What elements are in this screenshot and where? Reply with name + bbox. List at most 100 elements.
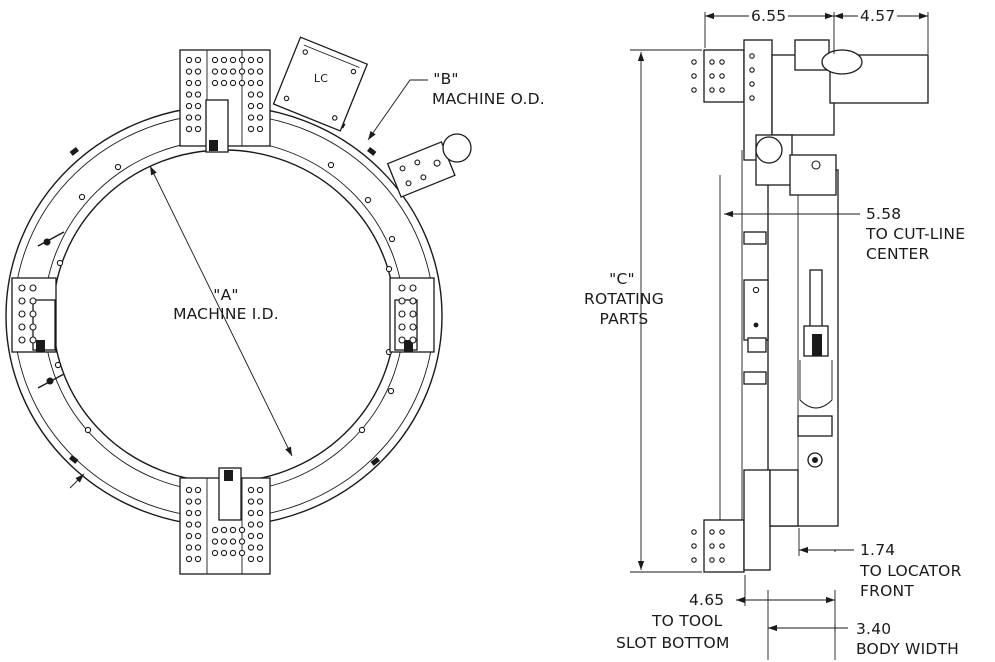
bolt-hole: [18, 284, 26, 292]
bolt-hole: [256, 79, 264, 87]
dim-cutline-value: 5.58: [866, 205, 902, 223]
bolt-hole: [256, 544, 264, 551]
bolt-hole: [398, 284, 406, 292]
bolt-hole: [220, 538, 228, 545]
feed-knob: [442, 133, 472, 163]
bolt-hole: [229, 526, 237, 534]
bolt-hole: [247, 498, 255, 505]
bolt-hole: [220, 68, 228, 75]
bolt-hole: [398, 336, 406, 344]
bolt-hole: [194, 555, 202, 563]
dim-b-quote: "B": [433, 70, 459, 88]
dim-b-label: MACHINE O.D.: [432, 90, 545, 108]
bolt-hole: [194, 68, 202, 75]
bolt-hole: [247, 68, 255, 75]
bolt-hole: [256, 56, 264, 64]
bolt-hole: [211, 56, 219, 64]
bolt-hole: [238, 79, 246, 87]
dim-a-quote: "A": [213, 286, 239, 304]
bolt-hole: [238, 56, 246, 64]
bolt-hole: [185, 532, 193, 540]
bolt-hole: [194, 114, 202, 121]
dim-a-label: MACHINE I.D.: [173, 305, 279, 323]
bolt-hole: [194, 56, 202, 64]
dim-cutline-label-1: TO CUT-LINE: [866, 225, 966, 243]
bolt-hole: [256, 555, 264, 563]
bolt-hole: [709, 59, 715, 65]
bolt-hole: [220, 56, 228, 64]
bolt-hole: [409, 297, 417, 305]
bolt-hole: [194, 125, 202, 133]
dim-body-label: BODY WIDTH: [856, 640, 959, 658]
bolt-hole: [691, 529, 697, 535]
tool-module: [272, 36, 369, 132]
bolt-hole: [709, 557, 715, 563]
dim-locator-label-2: FRONT: [860, 582, 914, 600]
bolt-hole: [691, 87, 697, 93]
bolt-hole: [691, 543, 697, 549]
lower-left-arrow: [69, 473, 85, 489]
bolt-hole: [256, 102, 264, 110]
bolt-hole: [409, 323, 417, 331]
bolt-hole: [749, 53, 755, 59]
bolt-hole: [691, 59, 697, 65]
bolt-hole: [709, 529, 715, 535]
bolt-hole: [409, 284, 417, 292]
bolt-hole: [194, 79, 202, 87]
bolt-hole: [29, 284, 37, 292]
dim-toolslot-value: 4.65: [689, 591, 725, 609]
top-clamp-block: [179, 49, 271, 153]
bolt-hole: [185, 68, 193, 75]
bolt-hole: [256, 68, 264, 75]
bolt-hole: [409, 310, 417, 318]
bolt-hole: [211, 549, 219, 557]
bolt-hole: [220, 549, 228, 557]
bolt-hole: [29, 323, 37, 331]
bolt-hole: [398, 297, 406, 305]
bolt-hole: [229, 56, 237, 64]
bolt-hole: [185, 102, 193, 110]
dim-locator-value: 1.74: [860, 541, 896, 559]
front-view: [5, 36, 472, 575]
bolt-hole: [247, 532, 255, 540]
lc-tag: LC: [313, 72, 329, 85]
bolt-hole: [256, 521, 264, 528]
bolt-hole: [194, 521, 202, 528]
bolt-hole: [211, 538, 219, 545]
bolt-hole: [229, 538, 237, 545]
bolt-hole: [749, 67, 755, 73]
bolt-hole: [194, 498, 202, 505]
bolt-hole: [247, 102, 255, 110]
bolt-hole: [719, 87, 725, 93]
bolt-hole: [719, 543, 725, 549]
bolt-hole: [185, 56, 193, 64]
bolt-hole: [238, 538, 246, 545]
bolt-hole: [18, 297, 26, 305]
bolt-hole: [247, 56, 255, 64]
bolt-hole: [211, 526, 219, 534]
dim-body-value: 3.40: [856, 620, 892, 638]
bolt-hole: [398, 323, 406, 331]
bolt-hole: [185, 125, 193, 133]
bolt-hole: [29, 336, 37, 344]
bolt-hole: [220, 526, 228, 534]
locator-rod: [809, 269, 823, 331]
bolt-hole: [185, 79, 193, 87]
bolt-hole-grids: [18, 56, 417, 563]
bolt-hole: [719, 529, 725, 535]
bolt-hole: [185, 114, 193, 121]
bolt-hole: [709, 543, 715, 549]
bolt-hole: [185, 91, 193, 98]
bolt-hole: [194, 486, 202, 494]
bolt-hole: [256, 532, 264, 540]
bolt-hole: [256, 498, 264, 505]
bolt-hole: [247, 555, 255, 563]
dim-b-leader: [367, 79, 428, 141]
bolt-hole: [409, 336, 417, 344]
dim-cutline-label-2: CENTER: [866, 245, 930, 263]
bolt-hole: [211, 68, 219, 75]
bolt-hole: [18, 323, 26, 331]
bolt-hole: [185, 521, 193, 528]
bolt-hole: [247, 114, 255, 121]
